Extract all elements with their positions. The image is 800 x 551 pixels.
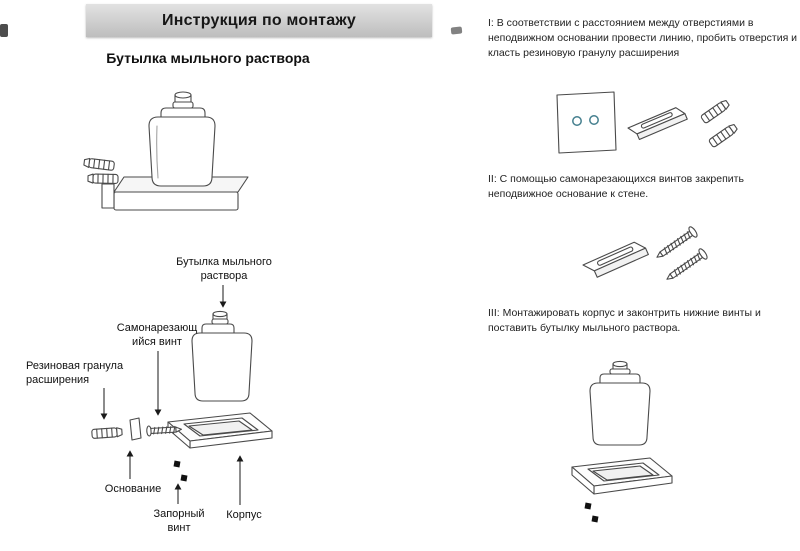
drill-hole-icon xyxy=(589,115,599,125)
mounting-plate-icon xyxy=(129,417,142,441)
wall-anchor-icon xyxy=(708,124,738,148)
diagram-subtitle: Бутылка мыльного раствора xyxy=(106,50,310,66)
step3-illustration xyxy=(571,360,673,523)
screw-icon xyxy=(666,248,708,280)
callout-arrows xyxy=(100,285,244,505)
label-self-tapping-screw: Самонарезающийся винт xyxy=(116,322,198,348)
housing-tray-icon xyxy=(167,412,273,449)
bottle-icon xyxy=(148,91,216,187)
wall-plate-icon xyxy=(556,91,617,154)
step2-illustration xyxy=(582,226,708,280)
bottle-icon xyxy=(589,360,651,446)
scan-artifact-mid xyxy=(450,26,463,35)
screw-icon xyxy=(146,425,183,437)
drill-hole-icon xyxy=(572,116,582,126)
lock-screw-icon xyxy=(591,515,599,523)
wall-bracket-icon xyxy=(627,107,688,141)
bottle-icon xyxy=(191,310,253,402)
label-rubber-anchor: Резиновая гранула расширения xyxy=(26,360,124,386)
lock-screw-icon xyxy=(180,474,188,482)
exploded-diagram: Бутылка мыльного раствора Самонарезающий… xyxy=(18,252,310,550)
label-bottle: Бутылка мыльного раствора xyxy=(176,256,272,282)
label-lock-screw: Запорный винт xyxy=(153,508,205,534)
label-housing: Корпус xyxy=(226,509,262,521)
step2-text: II: С помощью самонарезающихся винтов за… xyxy=(488,173,744,201)
scan-artifact-left xyxy=(0,24,8,37)
wall-anchor-icon xyxy=(83,157,115,171)
wall-anchor-icon xyxy=(91,427,123,439)
exploded-diagram-illustration xyxy=(91,285,273,505)
wall-bracket-icon xyxy=(582,241,649,278)
wall-anchor-icon xyxy=(700,100,730,124)
screw-icon xyxy=(656,226,698,258)
assembled-dispenser-illustration xyxy=(83,91,249,211)
page-title-bar: Инструкция по монтажу xyxy=(86,4,432,37)
wall-anchor-icon xyxy=(87,173,119,185)
step3-text: III: Монтажировать корпус и законтрить н… xyxy=(488,307,761,335)
label-base: Основание xyxy=(104,483,162,495)
page-title: Инструкция по монтажу xyxy=(162,11,356,29)
lock-screw-icon xyxy=(584,502,592,510)
housing-tray-icon xyxy=(571,457,673,495)
lock-screw-icon xyxy=(173,460,181,468)
step1-text: I: В соответствии с расстоянием между от… xyxy=(488,17,798,60)
step1-illustration xyxy=(556,91,738,154)
